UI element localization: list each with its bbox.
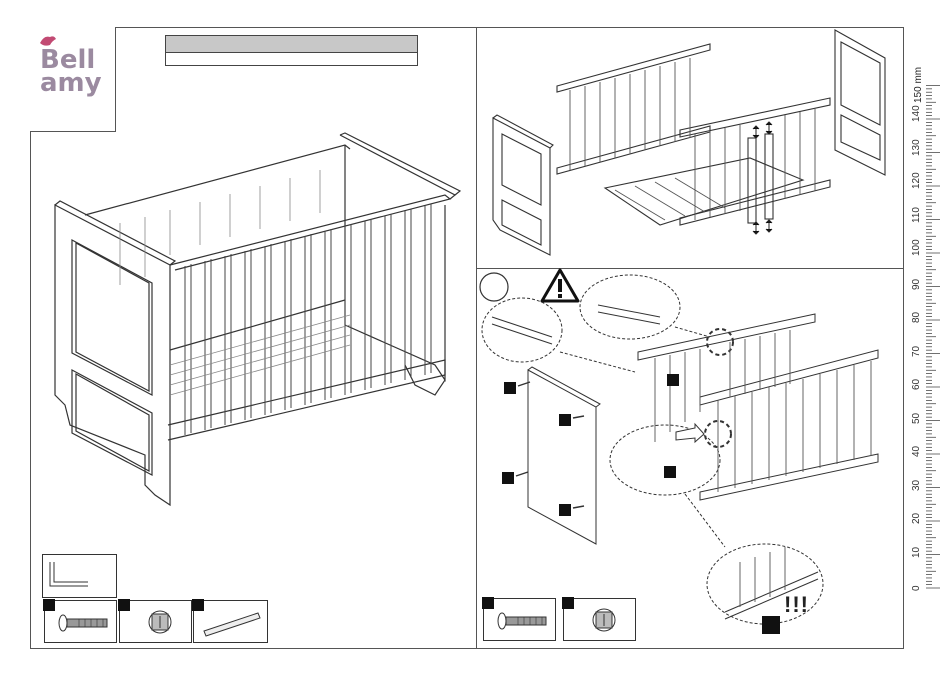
title-box xyxy=(165,35,418,66)
bolt-icon xyxy=(492,607,552,637)
ruler-label: 10 xyxy=(911,546,922,557)
measurement-ruler xyxy=(926,85,946,595)
ruler-label: 50 xyxy=(911,412,922,423)
ruler-label: 140 xyxy=(911,105,922,122)
ruler-label: 130 xyxy=(911,139,922,156)
ruler-unit: 150 mm xyxy=(913,67,924,103)
brand-logo: Bell amy xyxy=(40,49,110,95)
barrel-nut-icon xyxy=(142,606,182,640)
ruler-label: 90 xyxy=(911,278,922,289)
ruler-label: 60 xyxy=(911,379,922,390)
bolt-icon xyxy=(53,609,113,639)
logo-line-2: amy xyxy=(40,72,110,95)
barrel-nut-icon xyxy=(586,604,626,638)
allen-key-icon xyxy=(48,560,108,594)
part-box-dowel xyxy=(193,600,268,643)
ruler-label: 30 xyxy=(911,479,922,490)
part-box-bolt xyxy=(44,600,117,643)
ruler-label: 120 xyxy=(911,172,922,189)
tool-part-box xyxy=(42,554,117,598)
dowel-icon xyxy=(200,609,264,639)
ruler-label: 70 xyxy=(911,345,922,356)
assembly-detail-illustration xyxy=(480,272,900,647)
title-line-2 xyxy=(166,53,417,66)
panel-divider-vertical xyxy=(476,27,477,649)
ruler-label: 20 xyxy=(911,513,922,524)
logo-box: Bell amy xyxy=(30,27,116,132)
ruler-label: 100 xyxy=(911,239,922,256)
part-number-badge xyxy=(118,599,130,611)
ruler-label: 80 xyxy=(911,312,922,323)
ruler-label: 0 xyxy=(911,585,922,591)
title-line-1 xyxy=(166,36,417,53)
part-box-nut xyxy=(119,600,192,643)
ruler-label: 40 xyxy=(911,446,922,457)
part-box-nut-right xyxy=(563,598,636,641)
crib-illustration xyxy=(50,125,470,515)
ruler-label: 110 xyxy=(911,207,922,223)
exclamation-mark: !!! xyxy=(784,592,809,618)
part-number-badge xyxy=(562,597,574,609)
exploded-view-illustration xyxy=(485,30,895,255)
part-box-bolt-right xyxy=(483,598,556,641)
